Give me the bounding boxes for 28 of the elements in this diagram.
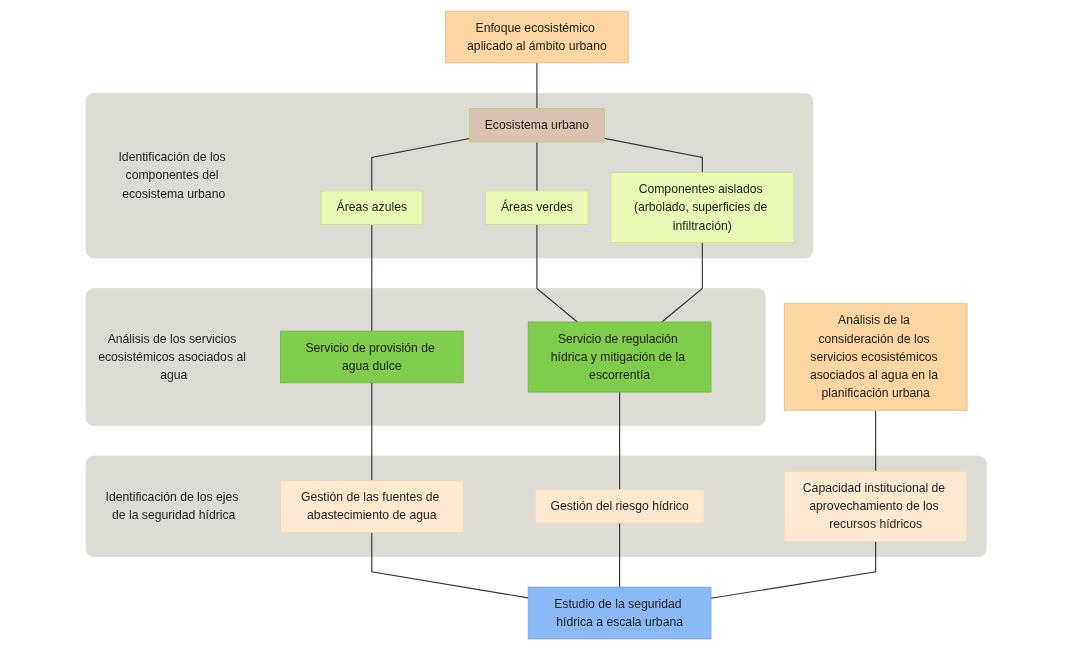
node-box: [784, 303, 968, 411]
connector: [619, 391, 621, 491]
connector: [875, 409, 877, 472]
connector: [536, 62, 538, 110]
cluster: [86, 455, 987, 557]
node-box: [445, 10, 630, 64]
cluster: [86, 288, 766, 426]
connector: [371, 531, 530, 599]
node-box: [469, 108, 606, 143]
node-box: [321, 190, 424, 225]
connector: [371, 137, 471, 192]
connector: [619, 522, 621, 588]
node-box: [528, 586, 712, 640]
connector: [371, 223, 373, 332]
connector: [604, 137, 704, 174]
node-box: [485, 190, 589, 225]
node-box: [280, 330, 464, 384]
node-box: [784, 470, 968, 542]
connector: [371, 382, 373, 481]
node-box: [528, 321, 712, 393]
connector: [536, 141, 538, 192]
connector: [661, 242, 704, 323]
node-box: [535, 489, 705, 524]
node-box: [610, 172, 795, 244]
cluster: [86, 93, 814, 259]
node-box: [280, 480, 464, 533]
connector: [536, 223, 579, 323]
connector: [710, 540, 877, 599]
